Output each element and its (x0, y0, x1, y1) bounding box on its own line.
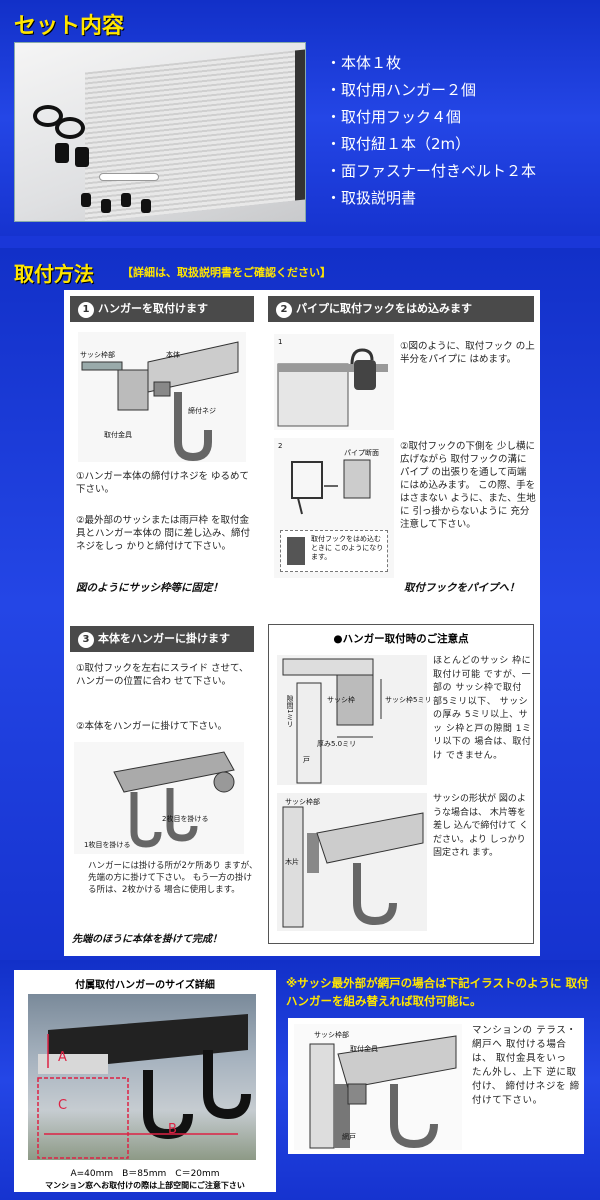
label-sash: サッシ枠 (327, 696, 355, 704)
step2-fig2: 2 パイプ断面 取付フックをはめ込むときに このようになります。 (274, 438, 394, 578)
step3-caption: 先端のほうに本体を掛けて完成！ (72, 934, 222, 945)
step2-title: パイプに取付フックをはめ込みます (296, 302, 472, 315)
size-title: 付属取付ハンガーのサイズ詳細 (75, 980, 215, 991)
dim-b-label: B (168, 1122, 177, 1137)
sash-wood-icon (282, 806, 424, 928)
step1-text2: ②最外部のサッシまたは雨戸枠 を取付金具とハンガー本体の 間に差し込み、締付ネジ… (76, 515, 251, 552)
size-section: 付属取付ハンガーのサイズ詳細 A B C A=40mm B＝85mm C＝20m… (0, 960, 600, 1200)
install-panel: 1 ハンガーを取付けます サッシ枠部 本体 締付ネジ 取付金具 ①ハンガー本体の締… (64, 290, 540, 956)
list-item: ・取付用ハンガー２個 (326, 81, 477, 99)
hook2-label: 2枚目を掛ける (162, 815, 209, 823)
hanger-icon (55, 143, 69, 163)
step2-caption: 取付フックをパイプへ！ (404, 582, 520, 594)
caution-title: ●ハンガー取付時のご注意点 (333, 633, 469, 645)
note-box: 取付フックをはめ込むときに このようになります。 (280, 530, 388, 572)
list-item: ・取付紐１本（2m） (326, 135, 471, 153)
hook-icon (81, 193, 91, 207)
size-photo: A B C (28, 994, 256, 1160)
step2-text2: ②取付フックの下側を 少し横に広げながら 取付フックの溝にパイプ の出張りを通し… (400, 441, 536, 530)
step3-illustration: 1枚目を掛ける 2枚目を掛ける (74, 742, 244, 854)
hook-icon (141, 199, 151, 213)
step2-text1: ①図のように、取付フック の上半分をパイプに はめます。 (400, 341, 535, 365)
ring-icon (55, 117, 85, 139)
caution-text2: サッシの形状が 図のような場合は、 木片等を差し 込んで締付けて ください。より… (433, 794, 529, 858)
step-number: 2 (276, 302, 292, 318)
label-sash5: サッシ枠5ミリ (385, 696, 432, 704)
hook1-label: 1枚目を掛ける (84, 841, 131, 849)
screen-text: マンションの テラス・網戸へ 取付ける場合は、 取付金具をいっ たん外し、上下 … (472, 1025, 580, 1106)
pipe-label: パイプ断面 (344, 449, 379, 457)
size-card: 付属取付ハンガーのサイズ詳細 A B C A=40mm B＝85mm C＝20m… (14, 970, 276, 1192)
step3-title: 本体をハンガーに掛けます (98, 632, 230, 645)
hook-icon (287, 537, 305, 565)
label-sash: サッシ枠部 (80, 351, 115, 359)
size-note: マンション窓へお取付けの際は上部空間にご注意下さい (45, 1181, 245, 1190)
list-item: ・面ファスナー付きベルト２本 (326, 162, 537, 180)
step3-header: 3 本体をハンガーに掛けます (70, 626, 254, 652)
list-item: ・本体１枚 (326, 54, 402, 72)
hook-icon (121, 193, 131, 207)
screen-roll-image (85, 49, 305, 221)
pipe-hook-icon (277, 348, 388, 427)
screen-card: サッシ枠部 取付金具 網戸 マンションの テラス・網戸へ 取付ける場合は、 取付… (288, 1018, 584, 1154)
set-contents-title: セット内容 (14, 14, 125, 39)
step-number: 3 (78, 632, 94, 648)
fig-number: 1 (278, 338, 283, 346)
label-wood: 木片 (285, 858, 299, 866)
step2-fig1: 1 (274, 334, 394, 430)
label-screw: 締付ネジ (188, 407, 216, 415)
hook-icon (101, 199, 111, 213)
set-contents-list: ・本体１枚 ・取付用ハンガー２個 ・取付用フック４個 ・取付紐１本（2m） ・面… (326, 50, 536, 212)
step1-header: 1 ハンガーを取付けます (70, 296, 254, 322)
step1-title: ハンガーを取付けます (98, 302, 208, 315)
list-item: ・取扱説明書 (326, 189, 417, 207)
step-number: 1 (78, 302, 94, 318)
screen-note: ※サッシ最外部が網戸の場合は下記イラストのように 取付ハンガーを組み替えれば取付… (286, 976, 589, 1008)
step2-header: 2 パイプに取付フックをはめ込みます (268, 296, 534, 322)
label-gap: 隙間1ミリ (286, 695, 294, 728)
label-thickness: 厚み5.0ミリ (317, 740, 357, 748)
install-section: 取付方法 【詳細は、取扱説明書をご確認ください】 1 ハンガーを取付けます サッシ… (0, 248, 600, 960)
label-door: 戸 (303, 756, 310, 764)
hanger-icon (75, 147, 89, 167)
step3-text1: ①取付フックを左右にスライド させて、ハンガーの位置に合わ せて下さい。 (76, 663, 249, 687)
step1-text1: ①ハンガー本体の締付けネジを ゆるめて下さい。 (76, 471, 250, 495)
dim-c-label: C (58, 1098, 68, 1113)
hanger-diagram-icon (81, 341, 239, 462)
list-item: ・取付用フック４個 (326, 108, 462, 126)
pipe-section-icon (291, 459, 371, 515)
caution-fig1: サッシ枠 サッシ枠5ミリ 厚み5.0ミリ 隙間1ミリ 戸 (277, 655, 431, 785)
screen-hanger-icon (309, 1035, 457, 1149)
set-contents-section: セット内容 ・本体１枚 ・取付用ハンガー２個 ・取付用フック４個 ・取付紐１本（… (0, 0, 600, 236)
step3-text3: ハンガーには掛ける所が2ケ所あり ますが、先端の方に掛けて下さい。 もう一方の掛… (88, 861, 258, 895)
step1-illustration: サッシ枠部 本体 締付ネジ 取付金具 (78, 332, 246, 462)
caution-fig2: サッシ枠部 木片 (277, 793, 427, 931)
screen-illustration: サッシ枠部 取付金具 網戸 (294, 1024, 462, 1150)
label-body: 本体 (166, 351, 180, 359)
size-dims: A=40mm B＝85mm C＝20mm (70, 1169, 220, 1179)
install-note: 【詳細は、取扱説明書をご確認ください】 (122, 266, 331, 279)
hanger-hook-icon (113, 751, 235, 848)
cord-icon (99, 173, 159, 181)
dim-a-label: A (58, 1050, 67, 1065)
fig-note: 取付フックをはめ込むときに このようになります。 (311, 535, 384, 561)
set-contents-photo (14, 42, 306, 222)
label-screen: 網戸 (342, 1133, 356, 1141)
ring-icon (33, 105, 63, 127)
install-title: 取付方法 (14, 262, 94, 286)
label-sash-part: サッシ枠部 (285, 798, 320, 806)
hanger-photo-icon (37, 1014, 251, 1159)
fig-number: 2 (278, 442, 283, 450)
label-sash-part: サッシ枠部 (314, 1031, 349, 1039)
label-fitting: 取付金具 (350, 1045, 378, 1053)
step3-text2: ②本体をハンガーに掛けて下さい。 (76, 721, 228, 732)
caution-text1: ほとんどのサッシ 枠に取付け可能 ですが、一部の サッシ枠で取付 部5ミリ以下、… (433, 656, 532, 761)
caution-box: ●ハンガー取付時のご注意点 サッシ枠 サッシ枠5ミリ 厚み5.0ミリ 隙間1ミリ… (268, 624, 534, 944)
step1-caption: 図のようにサッシ枠等に固定！ (76, 582, 223, 594)
label-fitting: 取付金具 (104, 431, 132, 439)
sash-gap-icon (282, 658, 382, 784)
